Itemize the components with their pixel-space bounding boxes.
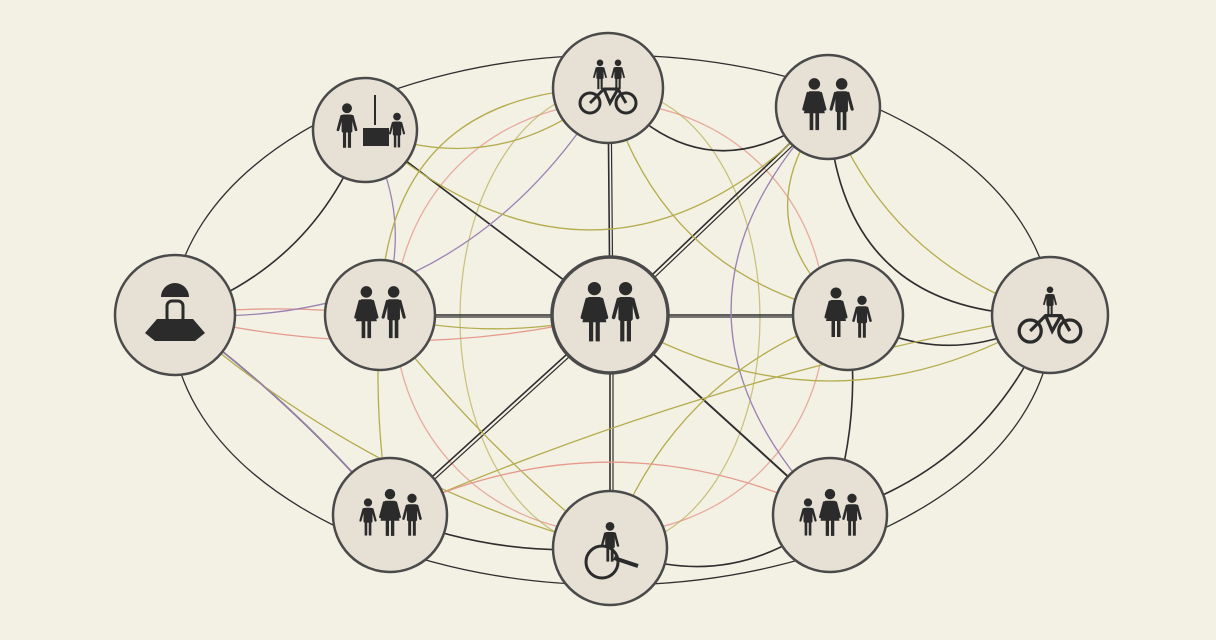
edge-tandem-couple-left (379, 87, 609, 316)
node-wheelchair[interactable] (551, 489, 669, 607)
cyclist-icon (1017, 286, 1083, 344)
node-circle (791, 258, 905, 372)
wheelchair-user-icon (584, 522, 639, 580)
edge-couple-top-family-right (730, 106, 831, 516)
nodes-layer (113, 31, 1110, 607)
couple-icon (354, 286, 406, 339)
node-parent-child[interactable] (791, 258, 905, 372)
couple-icon (580, 282, 640, 342)
edge-robot-tandem (174, 87, 609, 317)
node-circle (323, 258, 437, 372)
edge-family-left-cyclist (389, 314, 1051, 516)
node-couple-top[interactable] (774, 53, 882, 161)
robot-person-icon (145, 283, 205, 341)
node-circle (550, 255, 670, 375)
node-family-right[interactable] (771, 456, 889, 574)
family-icon (799, 488, 862, 536)
family-icon (359, 488, 422, 536)
node-center[interactable] (550, 255, 670, 375)
node-tandem[interactable] (551, 31, 665, 145)
edge-robot-wheelchair (174, 314, 611, 549)
node-workers[interactable] (311, 76, 419, 184)
tandem-bicycle-icon (578, 59, 638, 115)
node-circle (774, 53, 882, 161)
workers-machine-icon (336, 95, 406, 148)
edge-family-left-family-right (389, 461, 831, 516)
node-cyclist[interactable] (990, 255, 1110, 375)
node-circle (113, 253, 237, 377)
node-couple-left[interactable] (323, 258, 437, 372)
edge-center-cyclist (609, 314, 1051, 382)
edge-workers-couple-top (364, 106, 829, 231)
couple-icon (802, 78, 854, 131)
node-family-left[interactable] (331, 456, 449, 574)
adult-child-icon (824, 287, 872, 338)
node-robot[interactable] (113, 253, 237, 377)
